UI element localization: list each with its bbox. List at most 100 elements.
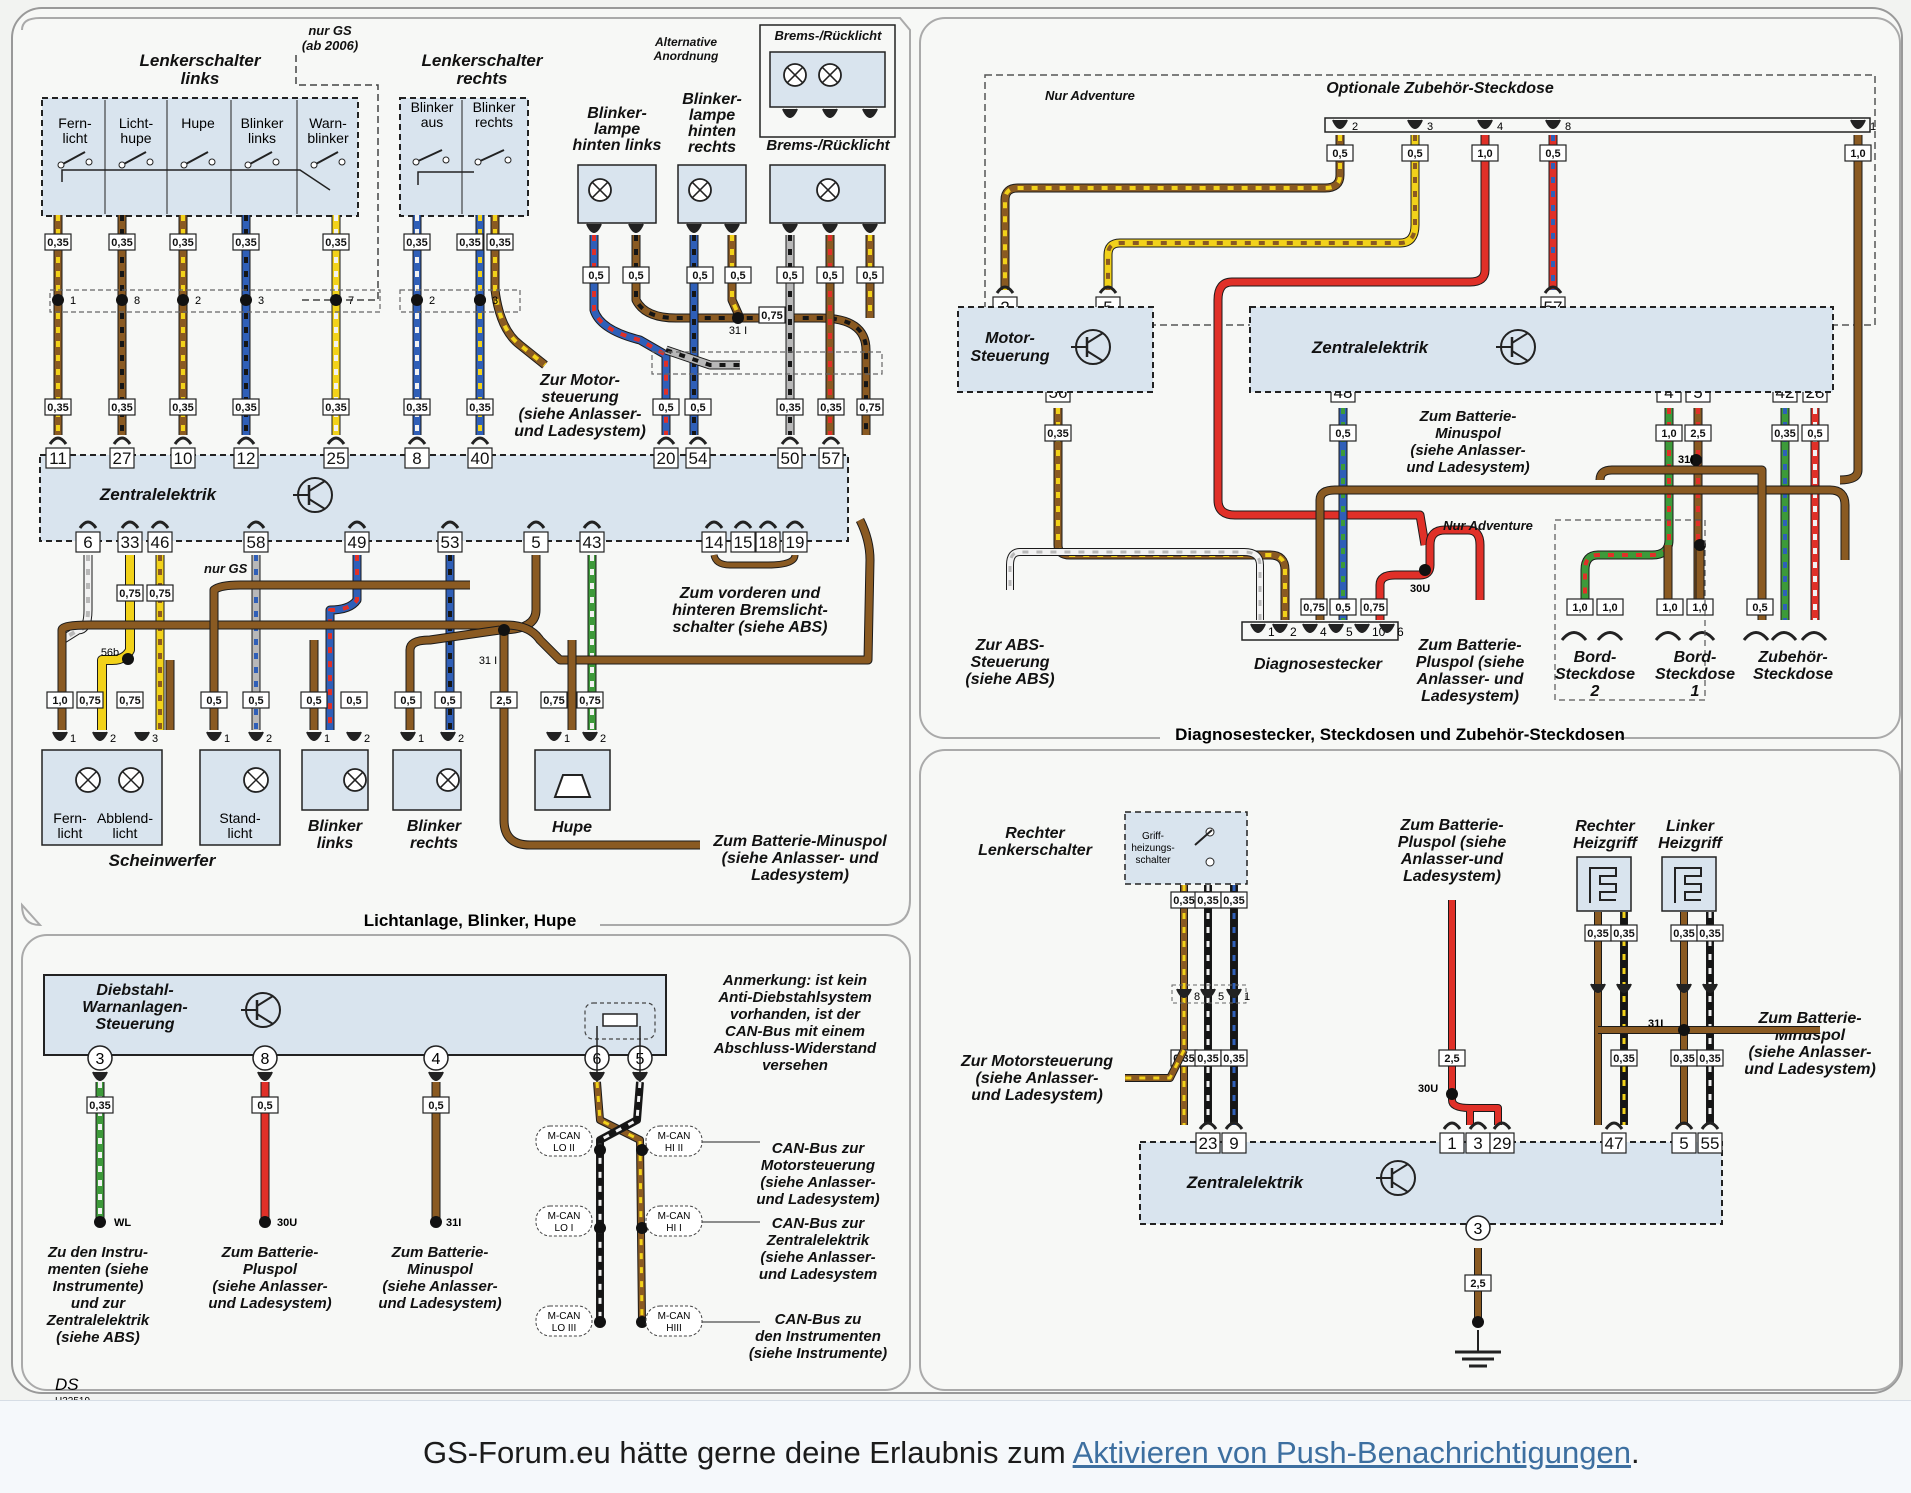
svg-text:hinten links: hinten links: [573, 137, 662, 154]
wire-stripe: [634, 235, 868, 435]
wire-gauge-tag: 0,5: [340, 691, 368, 709]
plug-icon: [400, 731, 416, 741]
consumer-lamps: [75, 767, 592, 798]
wire: [1596, 466, 1613, 481]
can-label-line: M-CAN: [548, 1131, 581, 1142]
can-motor-label: CAN-Bus zur Motorsteuerung (siehe Anlass…: [756, 1140, 879, 1208]
wire-stripe: [1008, 550, 1262, 620]
switch-contact-icon: [183, 151, 209, 166]
svg-text:2,5: 2,5: [1690, 428, 1705, 440]
notice-message: GS-Forum.eu hätte gerne deine Erlaubnis …: [423, 1435, 1073, 1470]
enable-push-link[interactable]: Aktivieren von Push-Benachrichtigungen: [1072, 1435, 1631, 1470]
connector-icon: [704, 520, 724, 529]
svg-text:Minuspol: Minuspol: [407, 1261, 474, 1278]
node-31-label: 31 I: [729, 325, 747, 337]
svg-text:vorhanden, ist der: vorhanden, ist der: [730, 1006, 861, 1023]
svg-text:0,35: 0,35: [1613, 928, 1634, 940]
wire: [1839, 135, 1862, 484]
svg-text:0,35: 0,35: [111, 402, 132, 414]
brems-ruecklicht-label: Brems-/Rücklicht: [766, 137, 890, 154]
svg-text:0,35: 0,35: [779, 402, 800, 414]
ze-bottom-pin: 49: [344, 520, 370, 553]
socket-icon: [1800, 631, 1828, 641]
plug-icon: [724, 223, 740, 233]
diag-pin-number: 4: [1320, 625, 1327, 639]
svg-text:Lenkerschalter: Lenkerschalter: [422, 51, 544, 70]
30u-label: 30U: [277, 1217, 297, 1229]
wire-stripe: [493, 215, 547, 367]
switch-cell-label: Warn-: [309, 115, 347, 131]
zentralelektrik-heiz-label: Zentralelektrik: [1186, 1173, 1305, 1192]
wire-gauge-tag: 0,35: [1194, 891, 1222, 909]
rechter-lenkerschalter-label: Rechter Lenkerschalter: [978, 825, 1093, 859]
lamp-icon: [816, 178, 840, 202]
diag-pin-number: 2: [1290, 625, 1297, 639]
svg-text:Heizgriff: Heizgriff: [1658, 835, 1723, 852]
svg-text:(siehe Anlasser-: (siehe Anlasser-: [212, 1278, 327, 1295]
svg-text:Linker: Linker: [1666, 818, 1715, 835]
svg-text:schalter (siehe ABS): schalter (siehe ABS): [672, 619, 827, 636]
junction-dot: [1690, 454, 1702, 466]
wire-gauge-tag: 2,5: [1464, 1274, 1492, 1292]
wire-gauge-tag: 0,35: [1044, 424, 1072, 442]
svg-text:Pluspol: Pluspol: [243, 1261, 298, 1278]
svg-text:1,0: 1,0: [1477, 148, 1492, 160]
svg-text:0,75: 0,75: [1363, 602, 1384, 614]
wire-gauge-tag: 0,5: [684, 398, 712, 416]
blinker-hr-box: [677, 164, 747, 224]
junction-dot: [177, 294, 189, 306]
svg-text:(ab 2006): (ab 2006): [302, 38, 358, 53]
junction-dot: [240, 294, 252, 306]
plug-icon: [1850, 119, 1866, 129]
wire-gauge-tag: 1,0: [1655, 424, 1683, 442]
svg-text:Anlasser-und: Anlasser-und: [1400, 851, 1504, 868]
horn-icon: [553, 774, 592, 798]
junction-dot: [498, 624, 510, 636]
svg-text:(siehe Anlasser-: (siehe Anlasser-: [760, 1249, 875, 1266]
transistor-icon: [293, 477, 333, 513]
wire-gauge-tag: 0,35: [44, 398, 72, 416]
diebstahl-pin: 8: [261, 1051, 270, 1068]
rechter-heizgriff-label: Rechter Heizgriff: [1573, 818, 1638, 852]
plug-pin-number: 2: [195, 295, 201, 307]
svg-text:Zur Motorsteuerung: Zur Motorsteuerung: [960, 1053, 1113, 1070]
svg-text:Warnanlagen-: Warnanlagen-: [82, 999, 188, 1016]
hupe-label: Hupe: [552, 819, 592, 836]
switch-cell-label: aus: [421, 114, 444, 130]
plug-icon: [134, 731, 150, 741]
svg-text:Zum Batterie-: Zum Batterie-: [391, 1244, 489, 1261]
abblendlicht-label: Abblend- licht: [97, 810, 153, 841]
wire-stripe: [1583, 408, 1671, 600]
wire-gauge-tag: 0,5: [776, 266, 804, 284]
svg-text:heizungs-: heizungs-: [1131, 843, 1174, 854]
svg-text:0,35: 0,35: [1197, 895, 1218, 907]
svg-text:rechts: rechts: [410, 835, 458, 852]
svg-text:0,35: 0,35: [1774, 428, 1795, 440]
plug-pin-number: 5: [1218, 991, 1224, 1003]
wire-gauge-tag: 0,35: [403, 233, 431, 251]
svg-text:0,35: 0,35: [325, 237, 346, 249]
svg-text:15: 15: [734, 533, 753, 552]
plug-pin-number: 3: [152, 733, 158, 745]
connector-icon: [785, 520, 805, 529]
switch-contact-icon: [60, 151, 86, 166]
wire-gauge-tag: 0,75: [146, 584, 174, 602]
svg-text:Bord-: Bord-: [1574, 649, 1617, 666]
svg-text:Motorsteuerung: Motorsteuerung: [761, 1157, 875, 1174]
heiz-30u-label: 30U: [1418, 1083, 1438, 1095]
svg-text:0,5: 0,5: [1335, 602, 1350, 614]
node-56b-label: 56b: [101, 647, 119, 659]
wire-gauge-tag: 0,35: [1610, 1049, 1638, 1067]
svg-text:1: 1: [1691, 683, 1700, 700]
plug-icon: [428, 1071, 444, 1081]
svg-text:(siehe Anlasser-: (siehe Anlasser-: [518, 406, 641, 423]
svg-text:0,35: 0,35: [172, 402, 193, 414]
svg-text:Pluspol (siehe: Pluspol (siehe: [1398, 834, 1507, 851]
plug-pin-number: 1: [224, 733, 230, 745]
diebstahl-pin: 4: [432, 1051, 441, 1068]
ze-bottom-pin: 46: [147, 520, 173, 553]
svg-text:2,5: 2,5: [1444, 1053, 1459, 1065]
plug-pin-number: 1: [1244, 991, 1250, 1003]
